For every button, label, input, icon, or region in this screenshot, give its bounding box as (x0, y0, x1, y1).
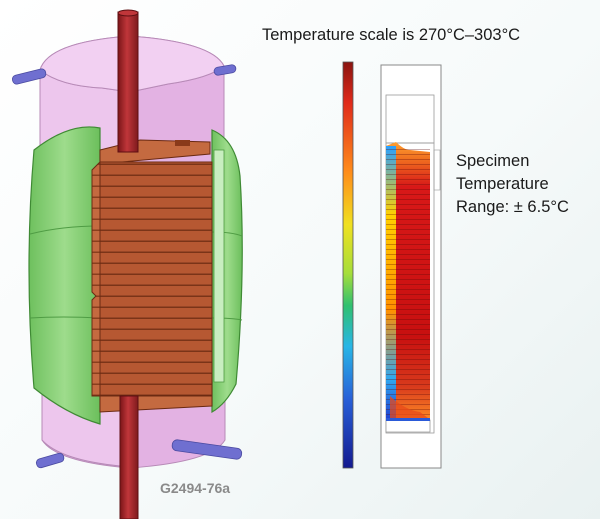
heater-band (28, 126, 243, 425)
bottom-collar-pin-left (35, 452, 65, 469)
specimen-stack (91, 139, 213, 413)
bottom-collar-pin-right (171, 439, 243, 460)
temperature-scale-bar (342, 61, 354, 469)
range-label-line-1: Specimen (456, 152, 530, 170)
temperature-scale-caption: Temperature scale is 270°C–303°C (262, 26, 521, 44)
specimen-temperature-map (380, 64, 442, 469)
specimen-temperature-range-label: Specimen Temperature Range: ± 6.5°C (456, 150, 596, 219)
figure-id-label: G2494-76a (160, 480, 231, 496)
central-rod (117, 9, 139, 519)
top-collar-pin-right (213, 64, 237, 76)
top-collar-pin-left (11, 68, 47, 85)
range-label-line-2: Temperature (456, 175, 549, 193)
range-label-line-3: Range: ± 6.5°C (456, 198, 569, 216)
